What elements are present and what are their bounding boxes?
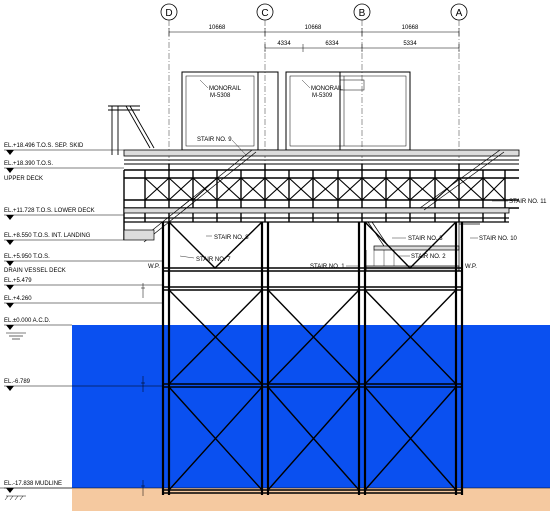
- left-crane-mast: [108, 105, 155, 155]
- seabed-area: [72, 488, 550, 511]
- upper-deck: [123, 149, 520, 165]
- elevation-arrows: [6, 150, 14, 493]
- drain-vessel-deck-label: DRAIN VESSEL DECK: [4, 268, 66, 274]
- elevation-5950-label: EL.+5.950 T.O.S.: [4, 254, 50, 260]
- work-point-left: W.P.: [148, 264, 160, 270]
- dimension-line-top: [168, 28, 460, 36]
- dim-sub-1: 4334: [277, 41, 291, 47]
- elevation-4260-label: EL.+4.260: [4, 296, 32, 302]
- stair-1-label: STAIR NO. 1: [310, 264, 345, 270]
- stair-leaders: [179, 139, 508, 267]
- svg-text:C: C: [261, 8, 268, 19]
- stair-8-label: STAIR NO. 8: [214, 235, 249, 241]
- upper-deck-truss: [123, 164, 519, 240]
- stair-2-label: STAIR NO. 2: [411, 254, 446, 260]
- grid-D: D: [160, 3, 178, 170]
- elevation-lines: [4, 149, 163, 489]
- stair-9-label: STAIR NO. 9: [197, 137, 232, 143]
- seawater-area: [72, 325, 550, 488]
- elevation-17838-label: EL.-17.838 MUDLINE: [4, 481, 62, 487]
- elevation-18496-label: EL.+18.496 T.O.S. SEP. SKID: [4, 143, 84, 149]
- dim-sub-3: 5334: [403, 41, 417, 47]
- dim-c-b: 10668: [305, 25, 322, 31]
- leg-elevation-ticks: [141, 283, 145, 496]
- dim-b-a: 10668: [402, 25, 419, 31]
- svg-text:A: A: [456, 8, 463, 19]
- upper-deck-label: UPPER DECK: [4, 176, 43, 182]
- dimension-line-sub: [264, 44, 460, 52]
- monorail-m5308-label: MONORAIL: [209, 86, 242, 92]
- svg-text:D: D: [165, 8, 172, 19]
- monorail-m5309-label: MONORAIL: [311, 86, 344, 92]
- stair-7-label: STAIR NO. 7: [196, 257, 231, 263]
- stair-10-label: STAIR NO. 10: [479, 236, 518, 242]
- monorail-m5308-tag: M-5308: [210, 93, 231, 99]
- dim-d-c: 10668: [209, 25, 226, 31]
- water-level-symbol: [6, 332, 26, 340]
- jacket-bracing: [168, 221, 457, 491]
- mudline-hatch: [4, 495, 26, 501]
- svg-text:B: B: [359, 8, 366, 19]
- jacket-horizontals: [163, 267, 462, 494]
- leader-monorail-5309: [301, 79, 311, 89]
- stair-11-label: STAIR NO. 11: [509, 199, 547, 205]
- elevation-8550-label: EL.+8.550 T.O.S. INT. LANDING: [4, 233, 91, 239]
- work-point-right: W.P.: [465, 264, 477, 270]
- monorail-m5309-tag: M-5309: [312, 93, 333, 99]
- elevation-11728-label: EL.+11.728 T.O.S. LOWER DECK: [4, 208, 95, 214]
- leader-monorail-5308: [199, 79, 209, 89]
- elevation-18390-label: EL.+18.390 T.O.S.: [4, 161, 53, 167]
- elevation-6789-label: EL.-6.789: [4, 379, 31, 385]
- elevation-5479-label: EL.+5.479: [4, 278, 32, 284]
- elevation-0000-label: EL.±0.000 A.C.D.: [4, 318, 51, 324]
- dim-sub-2: 6334: [325, 41, 339, 47]
- stair-3-label: STAIR NO. 3: [408, 236, 443, 242]
- lower-deck: [123, 207, 510, 223]
